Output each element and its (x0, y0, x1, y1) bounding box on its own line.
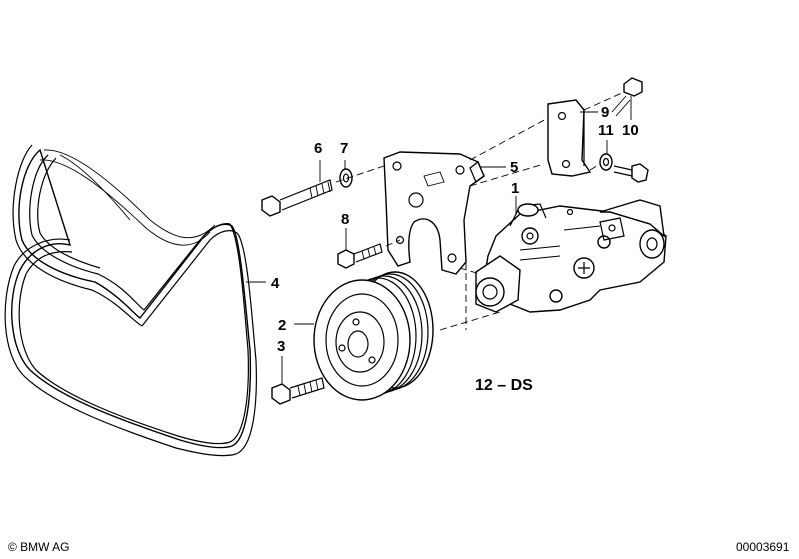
copyright-notice: © BMW AG (8, 540, 70, 554)
callout-11: 11 (598, 122, 614, 139)
pulley (313, 271, 434, 401)
drive-belt (4, 144, 257, 457)
long-bolt (261, 179, 333, 217)
bolt-10 (611, 77, 643, 117)
power-steering-pump (475, 199, 667, 313)
callout-4: 4 (271, 275, 280, 292)
callout-labels: 1 2 3 4 5 6 7 8 9 10 11 (271, 104, 639, 355)
drawing-number: 00003691 (736, 540, 790, 554)
washer-7 (339, 168, 353, 188)
bolt-11-screw (613, 163, 649, 183)
callout-7: 7 (340, 140, 348, 157)
mounting-bracket (383, 151, 485, 275)
callout-2: 2 (278, 317, 286, 334)
bolt-8 (337, 243, 383, 269)
callout-3: 3 (277, 338, 285, 355)
callout-9: 9 (601, 104, 609, 121)
pulley-bolt (271, 377, 325, 405)
leader-lines (246, 96, 632, 384)
callout-5: 5 (510, 159, 518, 176)
callout-1: 1 (511, 180, 519, 197)
callout-8: 8 (341, 211, 349, 228)
assembly-dashed-lines (335, 91, 625, 331)
washer-11 (599, 153, 613, 171)
callout-10: 10 (622, 122, 639, 139)
small-bracket (547, 99, 592, 177)
group-code: 12 – DS (475, 377, 533, 394)
callout-6: 6 (314, 140, 322, 157)
